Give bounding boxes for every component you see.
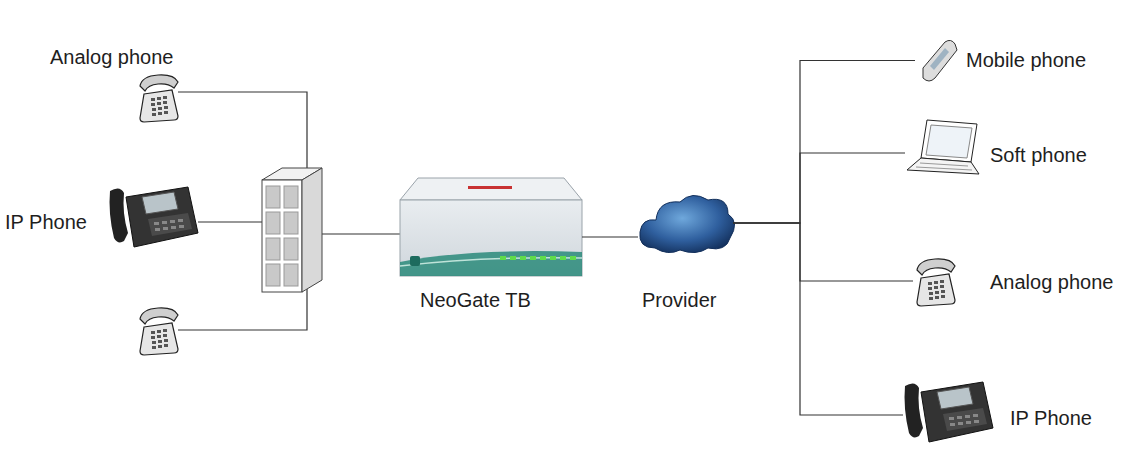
device-node: NeoGate TB [400,178,582,276]
connector-line [582,236,638,237]
device-node: Analog phone [913,256,958,306]
device-label: Soft phone [990,143,1087,167]
device-label: IP Phone [5,210,87,234]
device-node: IP Phone [108,183,198,248]
device-node: Soft phone [905,118,980,188]
pbx-server [262,168,322,292]
device-label: IP Phone [1010,406,1092,430]
wire [178,92,400,330]
device-node: Analog phone [138,72,178,124]
ip-phone-icon [110,187,199,247]
device-label: Analog phone [50,45,173,69]
device-node: Mobile phone [915,38,960,83]
device-label: NeoGate TB [420,288,531,312]
device-node: IP Phone [903,378,978,452]
connector-line [733,153,905,223]
analog-phone-icon [140,308,178,355]
device-label: Analog phone [990,270,1113,294]
gateway-device [400,178,582,276]
connector-line [733,223,913,281]
connector-line [733,61,915,224]
provider-cloud [640,195,735,252]
mobile-phone-icon [923,40,957,81]
analog-phone-icon [917,259,955,306]
ip-phone-icon [905,382,994,442]
device-label: Mobile phone [966,48,1086,72]
analog-phone-icon [140,75,178,122]
connector-line [733,223,903,415]
device-node: Provider [638,192,733,254]
laptop-icon [907,120,979,174]
device-label: Provider [642,288,716,312]
